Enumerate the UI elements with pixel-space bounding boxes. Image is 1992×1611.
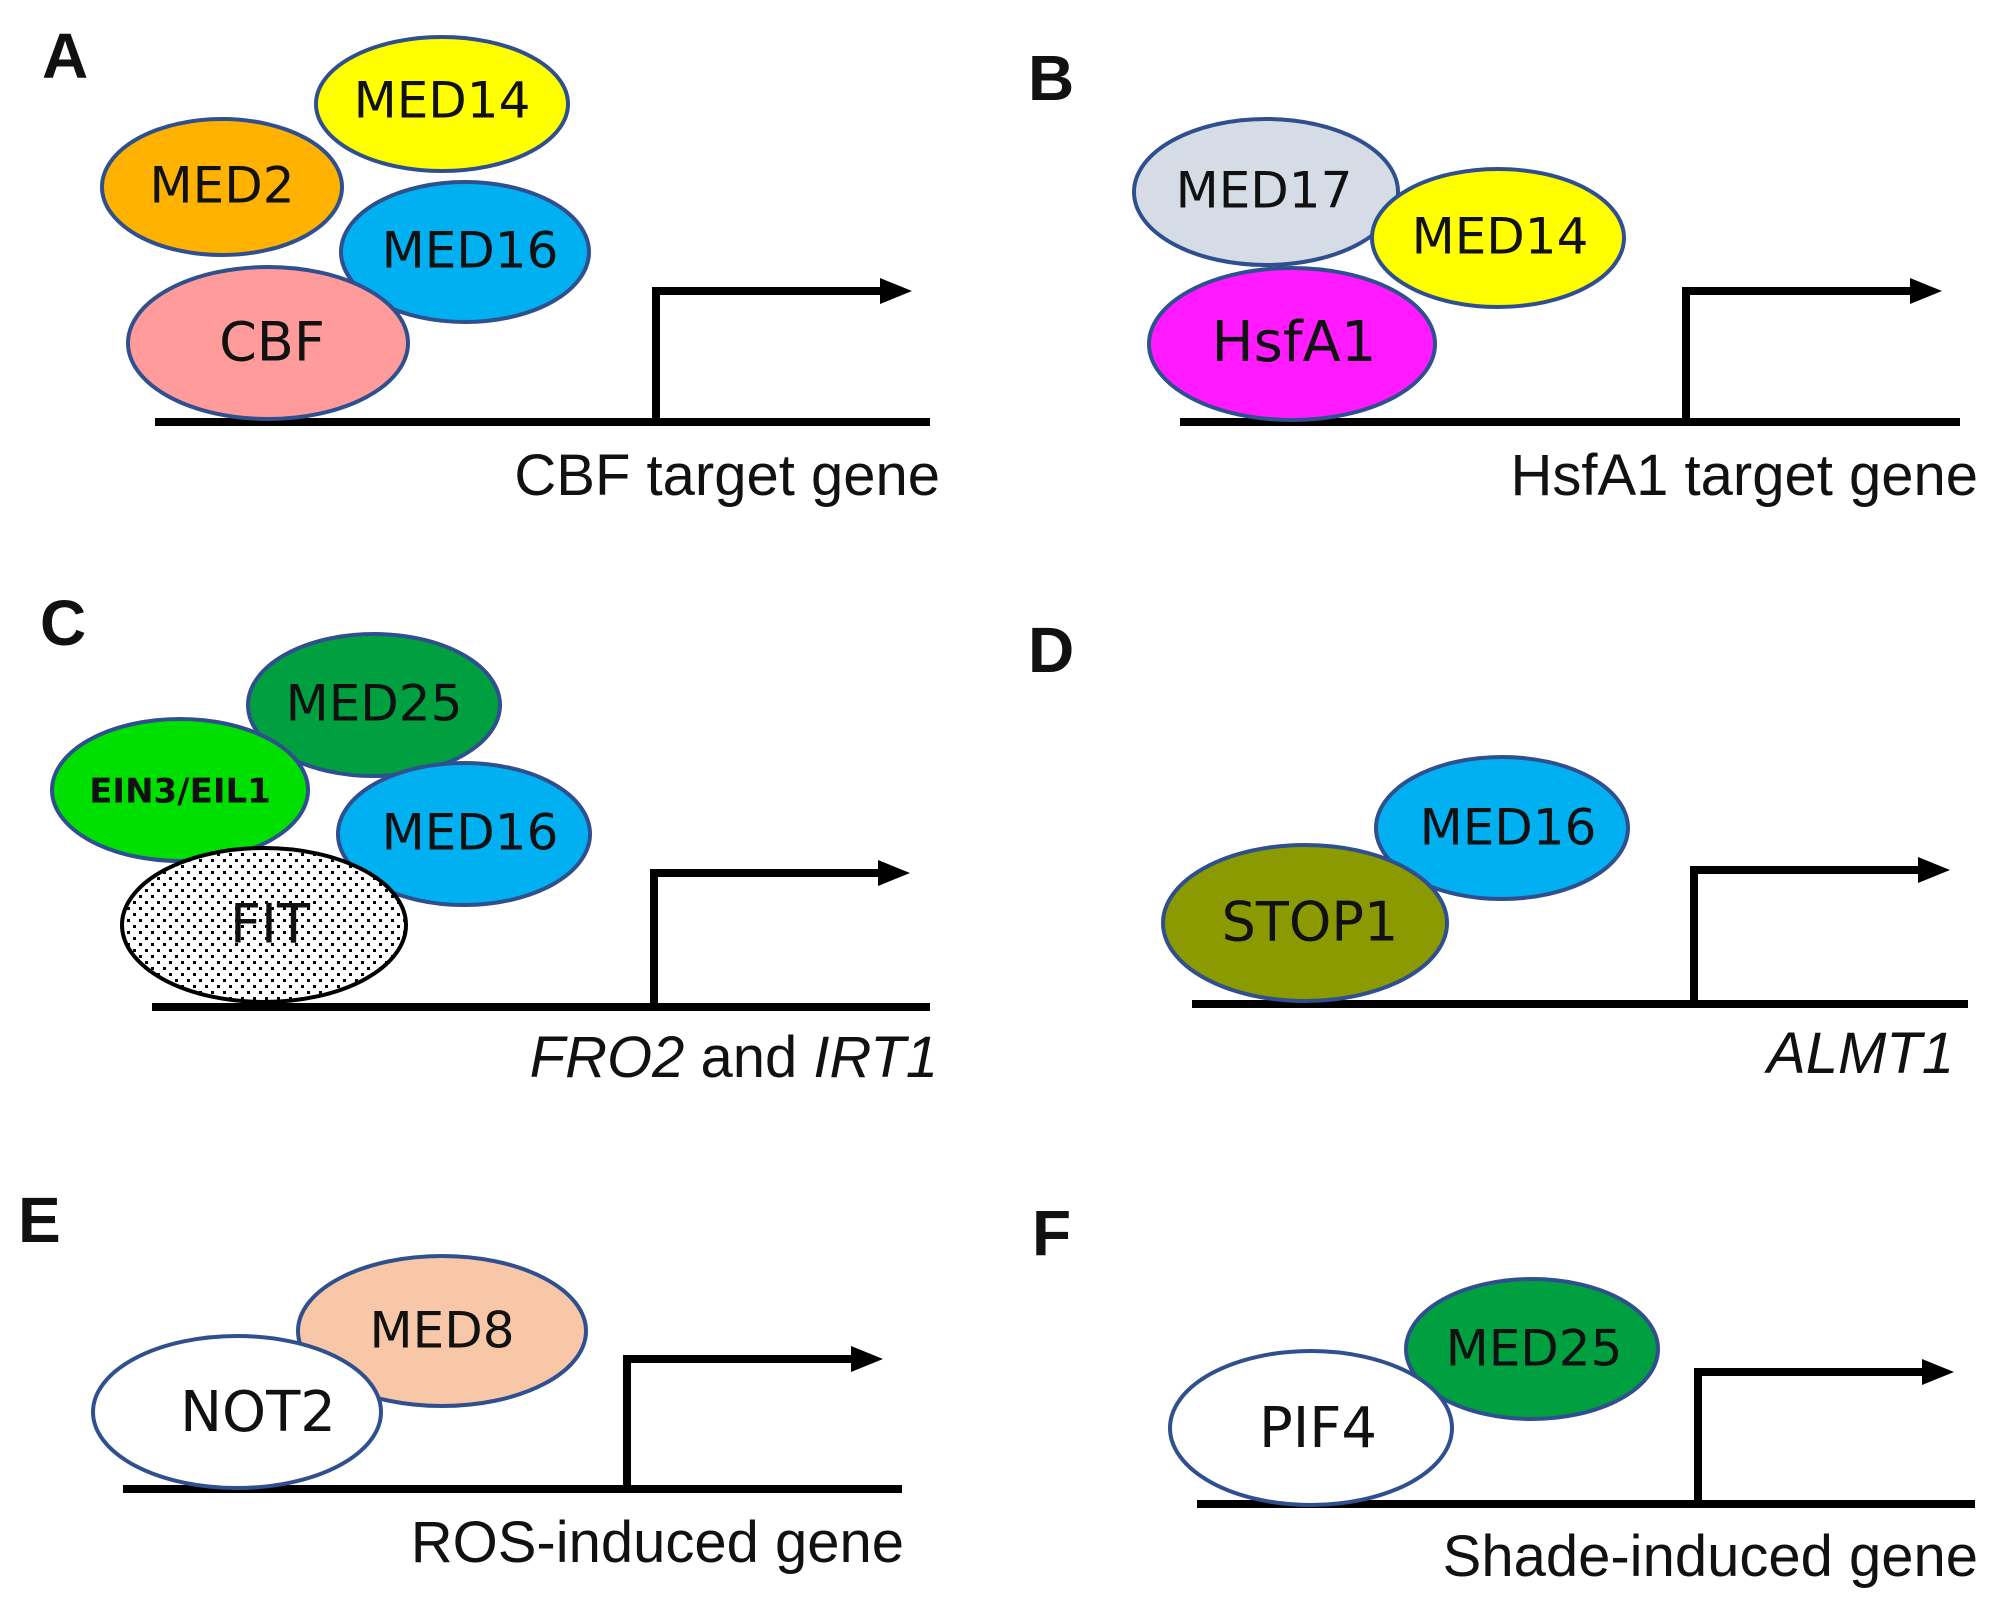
panel-c: C MED25 EIN3/EIL1 MED16 FIT FRO2 and IRT… [40,587,938,1090]
stop1-ellipse [1161,843,1449,1003]
gene-label-a: CBF target gene [514,443,940,508]
gene-label-b: HsfA1 target gene [1510,443,1978,508]
gene-name-e: ROS-induced gene [411,1510,904,1575]
med14-label-b: MED14 [1412,208,1589,266]
med8-label: MED8 [369,1302,514,1360]
not2-label: NOT2 [180,1380,336,1445]
med8-ellipse [296,1254,588,1408]
gene-name-almt1: ALMT1 [1764,1021,1954,1086]
tss-arrow-f [1694,1368,1922,1504]
panel-b: B MED17 MED14 HsfA1 HsfA1 target gene [1028,42,1978,508]
gene-name-f: Shade-induced gene [1443,1524,1978,1589]
gene-name-irt1: IRT1 [813,1025,938,1090]
med16-label-c: MED16 [382,804,559,862]
gene-name-fro2: FRO2 [530,1025,685,1090]
tss-arrow-c [650,869,878,1007]
med2-label: MED2 [149,157,294,215]
arrowhead-d [1918,857,1950,883]
arrowhead-a [880,278,912,304]
cbf-label: CBF [219,311,325,374]
panel-letter-e: E [18,1184,61,1256]
arrowhead-e [851,1346,883,1372]
tss-arrow-e [623,1355,851,1489]
panel-e: E MED8 NOT2 ROS-induced gene [18,1184,904,1575]
panel-letter-d: D [1028,614,1074,686]
pif4-ellipse [1168,1349,1454,1507]
med16-ellipse [339,180,591,324]
fit-ellipse [120,846,408,1004]
arrowhead-f [1922,1359,1954,1385]
med14-ellipse-b [1370,167,1626,309]
ein3-eil1-label: EIN3/EIL1 [89,772,271,812]
med16-ellipse-c [336,761,592,907]
cbf-ellipse [126,265,410,421]
med17-ellipse [1132,117,1400,267]
gene-label-f: Shade-induced gene [1443,1524,1978,1589]
gene-label-d: ALMT1 [1764,1021,1954,1086]
arrowhead-c [878,860,910,886]
arrowhead-b [1910,278,1942,304]
tss-arrow-a [652,287,880,422]
panel-letter-b: B [1028,42,1074,114]
med16-label: MED16 [382,222,559,280]
panel-d: D MED16 STOP1 ALMT1 [1028,614,1968,1086]
gene-name-a: CBF target gene [514,443,940,508]
panel-f: F MED25 PIF4 Shade-induced gene [1032,1197,1978,1589]
med16-ellipse-d [1374,755,1630,901]
med25-label-f: MED25 [1446,1320,1623,1378]
gene-conjunction: and [684,1025,813,1090]
stop1-label: STOP1 [1222,891,1399,954]
panel-a: A MED14 MED2 MED16 CBF CBF target gene [42,20,940,508]
pif4-label: PIF4 [1259,1396,1377,1461]
panel-letter-f: F [1032,1197,1071,1269]
med14-ellipse [314,35,570,173]
not2-ellipse [91,1334,383,1490]
med2-ellipse [100,117,344,257]
fit-label: FIT [230,893,311,956]
panel-letter-c: C [40,587,86,659]
med25-ellipse-f [1404,1277,1660,1421]
med17-label: MED17 [1176,162,1353,220]
gene-label-c: FRO2 and IRT1 [530,1025,938,1090]
hsfa1-ellipse [1147,266,1437,422]
tss-arrow-d [1690,866,1918,1004]
tss-arrow-b [1682,287,1910,422]
gene-name-b: HsfA1 target gene [1510,443,1978,508]
panel-letter-a: A [42,20,88,92]
med25-label: MED25 [286,675,463,733]
med16-label-d: MED16 [1420,799,1597,857]
hsfa1-label: HsfA1 [1212,310,1377,375]
med14-label: MED14 [354,72,531,130]
gene-label-e: ROS-induced gene [411,1510,904,1575]
med25-ellipse [246,632,502,778]
